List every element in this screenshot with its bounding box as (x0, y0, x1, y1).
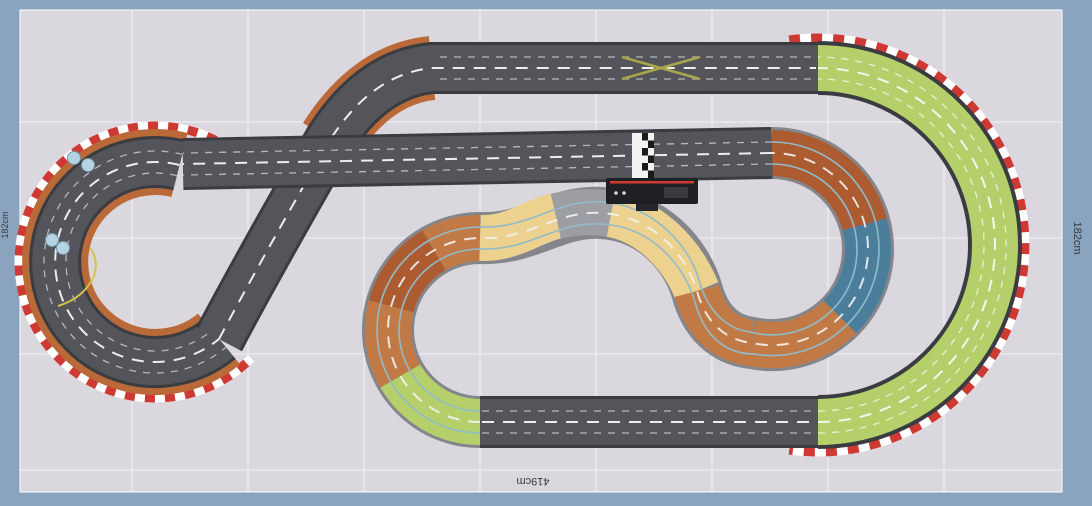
skid-mark (57, 247, 97, 307)
height-dimension-label-right: 182cm (1071, 221, 1083, 254)
figure-icon (56, 241, 70, 255)
s-piece-gray (551, 189, 615, 239)
dimension-labels: 419cm 182cm 182cm (0, 211, 1083, 487)
left-hairpin-loop (22, 129, 241, 395)
lane-crossover-x-icon (621, 55, 701, 81)
right-outer-safety-barrier (788, 33, 1030, 457)
figure-icon (81, 158, 95, 172)
s-piece-cream (605, 191, 719, 301)
s-piece-tan (422, 214, 481, 271)
bottom-straight (480, 396, 818, 448)
left-outer-safety-barrier (14, 121, 255, 403)
right-180-curve (817, 41, 1023, 449)
start-finish-straight (182, 127, 773, 190)
figure-icon (45, 233, 59, 247)
power-base-lap-counter (606, 178, 698, 211)
figure-icon (67, 151, 81, 165)
s-piece-blue (823, 218, 891, 334)
s-curve-section (361, 127, 895, 448)
height-dimension-label-left: 182cm (0, 211, 10, 238)
trackside-figures (45, 151, 95, 255)
width-dimension-label: 419cm (516, 475, 549, 487)
checkered-start-line (632, 133, 654, 178)
